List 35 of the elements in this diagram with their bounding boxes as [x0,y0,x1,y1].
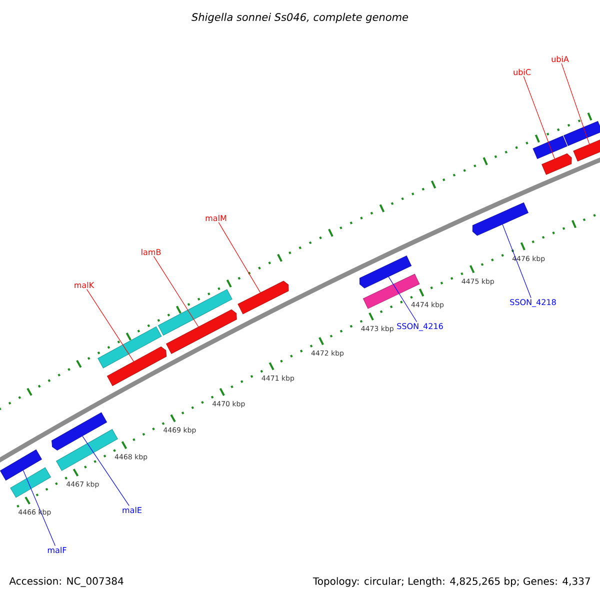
gene-label: malF [48,546,66,554]
leader-line [388,276,418,322]
leader-line [153,256,199,328]
gene-label: SSON_4216 [397,323,443,331]
gene-bar [98,326,162,368]
gene-bar [107,346,167,386]
gene-bar [52,412,107,450]
accession-text: Accession: NC_007384 [9,577,124,587]
gene-bar [0,450,42,480]
gene-label: ubiC [514,68,531,76]
leader-line [218,222,261,293]
leader-line [86,289,134,362]
gene-bar [166,309,237,354]
genome-stats-text: Topology: circular; Length: 4,825,265 bp; Genes: 4,337 [312,577,590,587]
leader-line [523,76,555,160]
gene-label: lamB [142,248,161,256]
gene-bar [542,153,572,175]
gene-bar [532,136,568,159]
gene-bar [158,289,232,336]
gene-bar [573,138,600,162]
gene-label: malE [122,506,142,514]
leader-line [82,436,130,506]
gene-bar [10,467,51,498]
gene-bar [238,280,289,314]
leader-line [561,63,590,144]
gene-label: SSON_4218 [510,299,556,307]
gene-label: malK [74,282,94,288]
gene-bar [564,121,600,146]
gene-bar [472,202,528,236]
leader-line [22,470,56,546]
gene-label: malM [206,214,226,222]
gene-label: ubiA [552,56,569,62]
leader-line [502,224,532,298]
gene-bar [360,256,412,288]
title: Shigella sonnei Ss046, complete genome [192,12,408,24]
